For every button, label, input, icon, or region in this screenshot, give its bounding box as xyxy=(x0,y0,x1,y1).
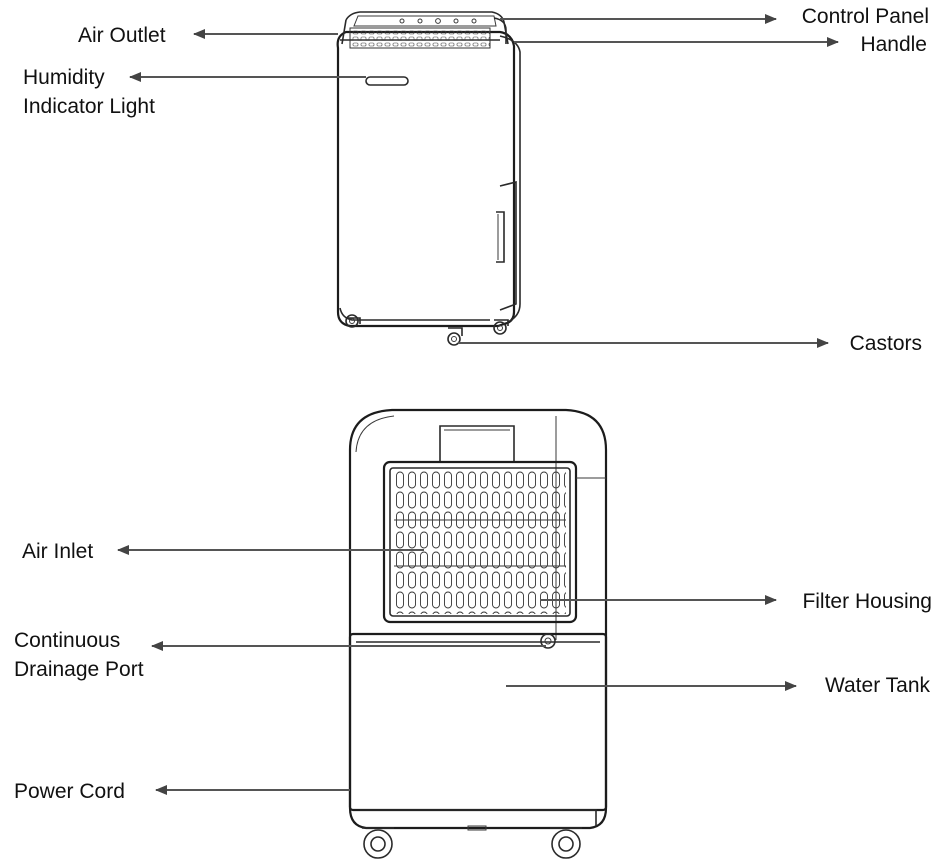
label-handle: Handle xyxy=(860,33,927,56)
castor-rear-left xyxy=(362,827,394,859)
label-humidity-line1: Humidity xyxy=(23,66,105,89)
label-air-inlet: Air Inlet xyxy=(22,540,93,563)
label-water-tank: Water Tank xyxy=(825,674,931,697)
dehumidifier-rear-view xyxy=(348,408,608,859)
castor-left xyxy=(345,314,361,328)
label-air-outlet: Air Outlet xyxy=(78,24,166,47)
drainage-port xyxy=(540,633,556,649)
labels: Air Outlet Humidity Indicator Light Cont… xyxy=(14,5,932,803)
label-castors: Castors xyxy=(850,332,922,355)
label-control-panel: Control Panel xyxy=(802,5,929,28)
callout-arrows xyxy=(117,14,839,795)
castor-right xyxy=(493,319,509,335)
label-drainage-line2: Drainage Port xyxy=(14,658,144,681)
label-drainage-line1: Continuous xyxy=(14,629,120,652)
label-power-cord: Power Cord xyxy=(14,780,125,803)
castor-front xyxy=(447,327,463,346)
dehumidifier-front-view xyxy=(336,11,521,346)
label-humidity-line2: Indicator Light xyxy=(23,95,155,118)
label-filter-housing: Filter Housing xyxy=(802,590,932,613)
castor-rear-right xyxy=(550,827,582,859)
